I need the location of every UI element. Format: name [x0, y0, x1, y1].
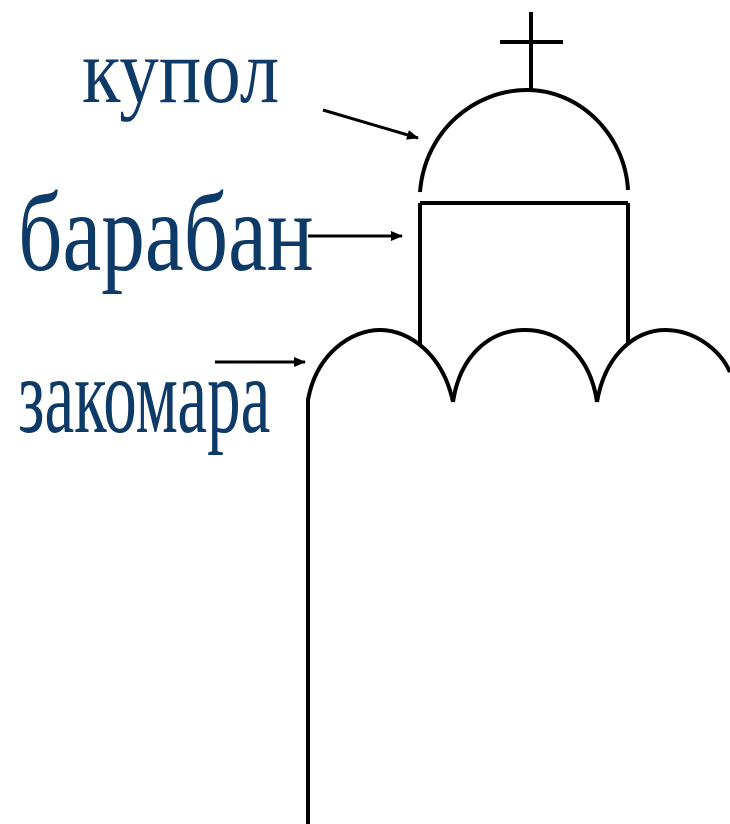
zakomara-arch-left	[308, 330, 453, 402]
zakomara-arch-right	[597, 330, 730, 402]
label-drum: барабан	[18, 171, 314, 295]
dome-shape	[420, 90, 628, 192]
label-dome: купол	[82, 21, 279, 123]
drum-shape	[420, 203, 628, 345]
arrow-dome	[323, 110, 418, 138]
label-zakomara: закомара	[18, 337, 270, 456]
cross-icon	[500, 12, 563, 90]
zakomara-arch-middle	[453, 330, 597, 402]
